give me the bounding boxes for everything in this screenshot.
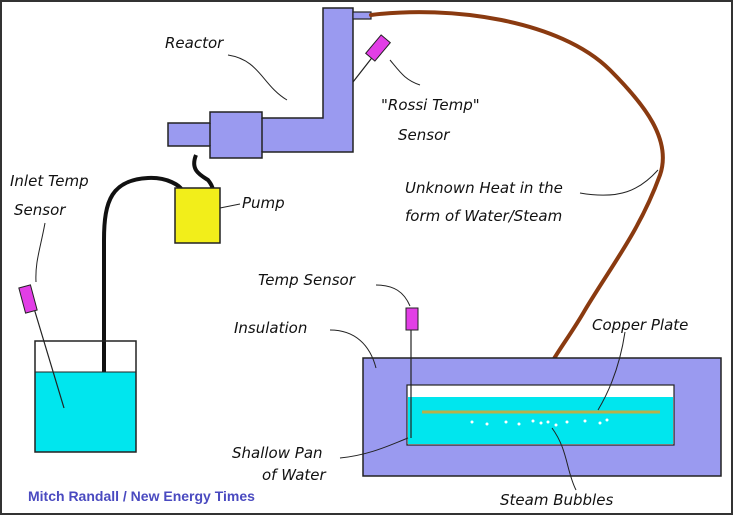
pan-temp-sensor xyxy=(405,307,419,438)
label-reactor: Reactor xyxy=(165,34,224,52)
label-inlet-temp-2: Sensor xyxy=(14,201,66,219)
steam-hose xyxy=(369,10,665,412)
label-unknown-heat-2: form of Water/Steam xyxy=(405,207,562,225)
label-insulation: Insulation xyxy=(234,319,307,337)
pump xyxy=(174,187,221,244)
credit-text: Mitch Randall / New Energy Times xyxy=(28,488,255,504)
shallow-pan xyxy=(406,384,675,446)
label-temp-sensor: Temp Sensor xyxy=(258,271,356,289)
inlet-temp-sensor xyxy=(18,284,65,409)
label-rossi-temp-1: "Rossi Temp" xyxy=(381,96,480,114)
inlet-tube xyxy=(102,175,184,450)
label-shallow-pan-1: Shallow Pan xyxy=(232,444,323,462)
steam-bubbles xyxy=(470,418,609,427)
label-unknown-heat-1: Unknown Heat in the xyxy=(405,179,563,197)
label-copper-plate: Copper Plate xyxy=(592,316,688,334)
label-inlet-temp-1: Inlet Temp xyxy=(10,172,89,190)
label-steam-bubbles: Steam Bubbles xyxy=(500,491,613,509)
reactor xyxy=(167,7,372,159)
label-rossi-temp-2: Sensor xyxy=(398,126,450,144)
leader-lines xyxy=(35,54,659,491)
rossi-temp-sensor xyxy=(352,34,392,83)
inlet-beaker xyxy=(34,340,137,453)
reactor-outlet-nozzle xyxy=(352,11,372,20)
label-shallow-pan-2: of Water xyxy=(262,466,327,484)
label-pump: Pump xyxy=(242,194,285,212)
